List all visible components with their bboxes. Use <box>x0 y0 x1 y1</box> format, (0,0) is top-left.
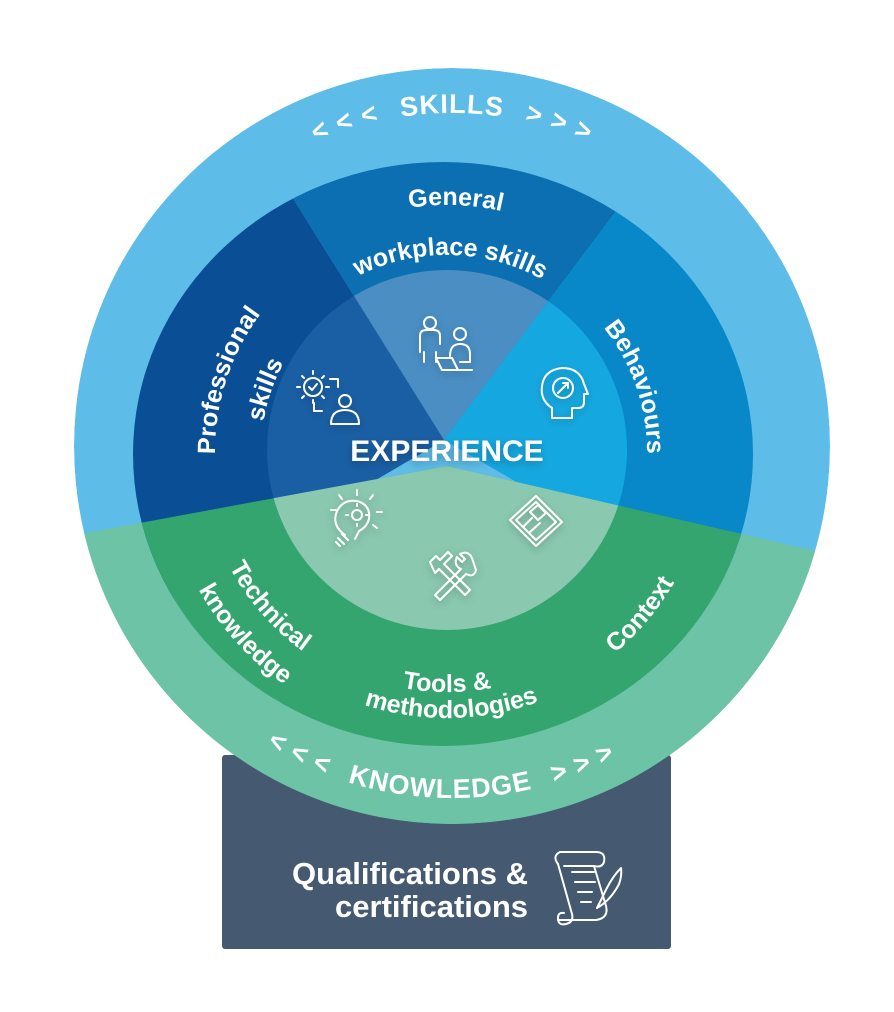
segment-behaviours <box>444 162 753 700</box>
tools-label-line1: Tools & <box>401 666 492 698</box>
scroll-quill-icon <box>554 851 623 926</box>
skills-title: SKILLS <box>398 89 506 123</box>
lightbulb-gear-icon <box>330 489 383 547</box>
experience-label: EXPERIENCE <box>350 435 543 468</box>
people-laptop-icon <box>419 316 473 371</box>
segment-professional-skills <box>133 162 444 700</box>
svg-text:Tools &: Tools & <box>401 666 492 698</box>
qualifications-label-line2: certifications <box>335 889 528 924</box>
newspaper-icon <box>509 495 563 547</box>
head-compass-icon <box>540 367 589 419</box>
qualifications-label-line1: Qualifications & <box>292 856 528 891</box>
segment-general-workplace-skills <box>169 162 753 440</box>
segment-knowledge <box>133 466 753 746</box>
tools-icon <box>429 551 477 601</box>
gear-person-icon <box>296 370 360 425</box>
